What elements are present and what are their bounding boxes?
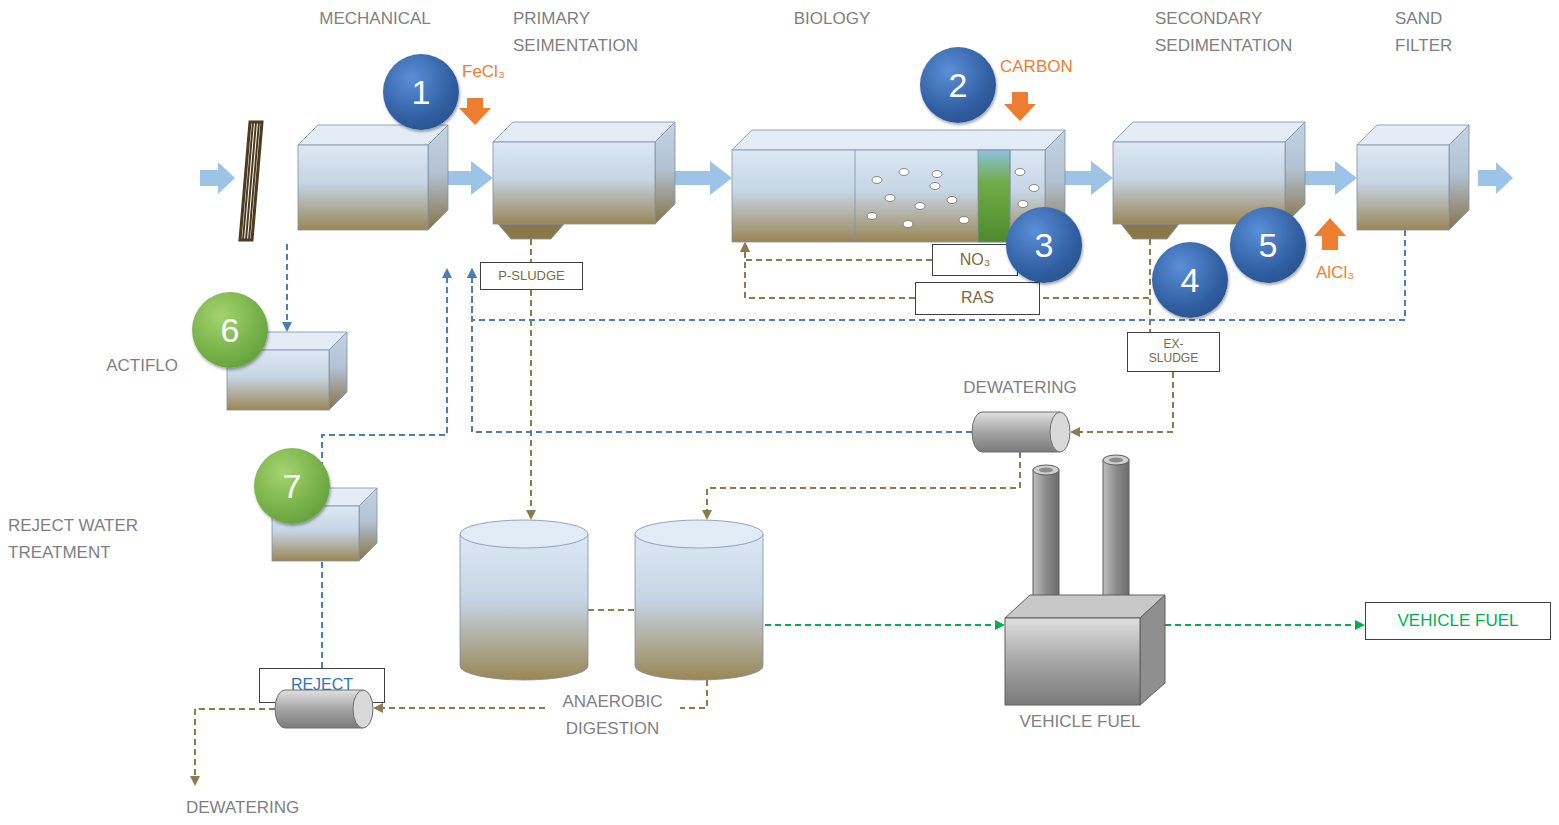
callout-number: 4	[1152, 242, 1228, 318]
tank-shape	[272, 488, 377, 561]
dosing-arrow	[1004, 92, 1036, 121]
callout-number: 5	[1230, 207, 1306, 283]
callout-number: 4	[1181, 263, 1200, 297]
sedimentation-tank-outline	[493, 122, 675, 239]
bar-screen	[240, 122, 262, 240]
sludge-water-line	[1165, 624, 1355, 626]
callout-number: 2	[949, 68, 968, 102]
sand-filter-outline	[1357, 125, 1469, 230]
unit-heading: SAND FILTER	[1395, 5, 1470, 59]
process-tank: MECHANICAL	[298, 125, 448, 230]
unit-heading: PRIMARY SEIMENTATION	[513, 5, 663, 59]
callout-number: 7	[254, 448, 330, 524]
overflow-arrowhead	[282, 322, 292, 332]
dosing-arrow	[1314, 218, 1346, 250]
digester: ANAEROBIC DIGESTION	[460, 520, 765, 680]
chemical-label: CARBON	[1000, 57, 1073, 77]
stream-text: RAS	[961, 289, 994, 307]
tank-shape	[493, 122, 675, 239]
sludge-water-line	[1149, 239, 1151, 332]
callout-number: 1	[412, 75, 431, 109]
stream-label: EX- SLUDGE	[1127, 332, 1220, 372]
digester-outline	[460, 520, 765, 680]
stream-text: REJECT	[291, 676, 353, 694]
outflow-arrow	[1478, 162, 1513, 194]
process-tank-outline	[298, 125, 448, 230]
sludge-water-line	[322, 278, 447, 488]
sludge-water-line	[765, 624, 995, 626]
unit-heading: ANAEROBIC DIGESTION	[545, 688, 680, 742]
sludge-water-line	[1080, 372, 1173, 432]
cylinder-shape	[275, 690, 373, 728]
callout-number: 3	[1035, 228, 1054, 262]
callout-number: 6	[192, 292, 268, 368]
sludge-water-line	[472, 278, 972, 432]
stream-text: NO₃	[960, 251, 991, 269]
chemical-label: FeCl₃	[462, 62, 505, 82]
sedimentation-tank: PRIMARY SEIMENTATION	[493, 122, 675, 239]
unit-heading: ACTIFLO	[96, 356, 178, 376]
unit-heading: SECONDARY SEDIMENTATION	[1155, 5, 1320, 59]
unit-heading: DEWATERING	[186, 798, 306, 818]
gas-upgrading-plant-outline	[1005, 455, 1165, 705]
callout-number: 2	[920, 47, 996, 123]
dewatering-unit-outline	[972, 412, 1070, 452]
stream-label: P-SLUDGE	[480, 262, 583, 290]
dosing-arrow	[459, 98, 491, 125]
stream-label: NO₃	[932, 244, 1018, 276]
sludge-water-line	[745, 252, 932, 260]
flow-arrow	[1305, 171, 1335, 185]
sludge-water-line	[530, 290, 532, 510]
sand-filter: SAND FILTER	[1357, 125, 1469, 230]
stream-text: EX- SLUDGE	[1146, 338, 1201, 366]
callout-number: 3	[1006, 207, 1082, 283]
overflow-line	[286, 244, 288, 322]
flow-arrow	[448, 171, 471, 185]
sludge-water-line	[321, 561, 323, 668]
unit-heading: MECHANICAL	[300, 5, 450, 32]
digester-shape	[460, 520, 763, 680]
sludge-out-arrowhead	[190, 776, 200, 786]
product-label: VEHICLE FUEL	[1365, 602, 1551, 640]
stream-label: RAS	[915, 282, 1040, 315]
flow-arrow	[675, 171, 710, 185]
sludge-water-line	[745, 252, 915, 298]
stream-text: P-SLUDGE	[498, 269, 564, 284]
tank-shape	[227, 332, 347, 410]
callout-number: 6	[221, 313, 240, 347]
unit-heading: BIOLOGY	[772, 5, 892, 32]
unit-heading: VEHICLE FUEL	[1000, 712, 1160, 732]
sludge-water-line	[530, 239, 532, 262]
chemical-label: AlCl₃	[1316, 263, 1354, 283]
cylinder-shape	[972, 412, 1070, 452]
factory-shape	[1005, 455, 1165, 705]
callout-number: 1	[383, 54, 459, 130]
inflow-arrow	[200, 162, 235, 194]
unit-heading: DEWATERING	[960, 378, 1080, 398]
tank-shape	[298, 125, 448, 230]
dewatering-unit: DEWATERING	[275, 690, 373, 728]
sludge-out-line	[195, 709, 275, 776]
dewatering-unit: DEWATERING	[972, 412, 1070, 452]
gas-upgrading-plant: VEHICLE FUEL	[1005, 455, 1165, 705]
unit-heading: REJECT WATER TREATMENT	[8, 512, 188, 566]
flow-arrow	[1065, 171, 1091, 185]
sludge-water-line	[707, 452, 1020, 510]
callout-number: 7	[283, 469, 302, 503]
callout-number: 5	[1259, 228, 1278, 262]
tank-shape	[1357, 125, 1469, 230]
dewatering-unit-outline	[275, 690, 373, 728]
stream-text: VEHICLE FUEL	[1398, 611, 1519, 631]
